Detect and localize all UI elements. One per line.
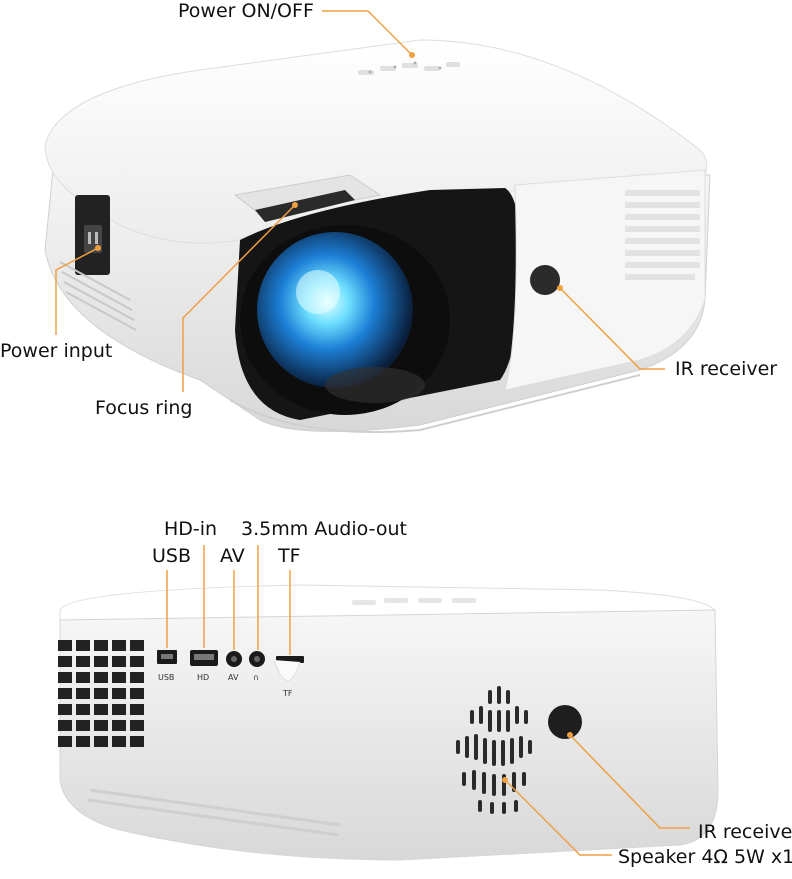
rear-bottom-vents bbox=[87, 788, 341, 837]
ir-receiver-rear bbox=[548, 705, 582, 739]
focus-ring-slot bbox=[233, 174, 382, 222]
callout-hd-in: HD-in bbox=[164, 518, 218, 540]
callout-ir-receive: IR receive bbox=[698, 821, 792, 843]
ir-receiver-front bbox=[530, 265, 560, 295]
ports-panel bbox=[157, 650, 304, 681]
lens-icon bbox=[257, 232, 413, 388]
power-input-socket bbox=[75, 195, 110, 275]
port-label-headphone: ∩ bbox=[253, 673, 259, 682]
port-label-usb: USB bbox=[158, 673, 175, 682]
projector-front-view bbox=[44, 39, 711, 433]
port-label-hd: HD bbox=[197, 673, 210, 682]
control-buttons bbox=[358, 61, 460, 75]
top-leader-lines bbox=[55, 10, 665, 392]
callout-focus-ring: Focus ring bbox=[95, 397, 193, 419]
callout-av: AV bbox=[220, 545, 245, 567]
callout-usb: USB bbox=[152, 545, 192, 567]
callout-tf: TF bbox=[278, 545, 301, 567]
port-label-tf: TF bbox=[283, 689, 293, 698]
rear-leader-lines bbox=[166, 545, 690, 856]
callout-audio-out: 3.5mm Audio-out bbox=[241, 518, 407, 540]
projector-rear-view bbox=[58, 584, 719, 861]
callout-ir-receiver: IR receiver bbox=[675, 358, 778, 380]
speaker-grille-icon bbox=[456, 686, 532, 814]
port-label-av: AV bbox=[228, 673, 239, 682]
callout-power-input: Power input bbox=[0, 340, 113, 362]
callout-power-on-off: Power ON/OFF bbox=[178, 0, 314, 22]
lens-housing bbox=[235, 188, 521, 420]
callout-speaker: Speaker 4Ω 5W x1 bbox=[618, 846, 792, 868]
rear-vent-grid bbox=[58, 640, 144, 747]
side-vents-left bbox=[59, 261, 137, 331]
rear-top-buttons bbox=[352, 598, 476, 605]
side-vents-right bbox=[625, 190, 700, 280]
